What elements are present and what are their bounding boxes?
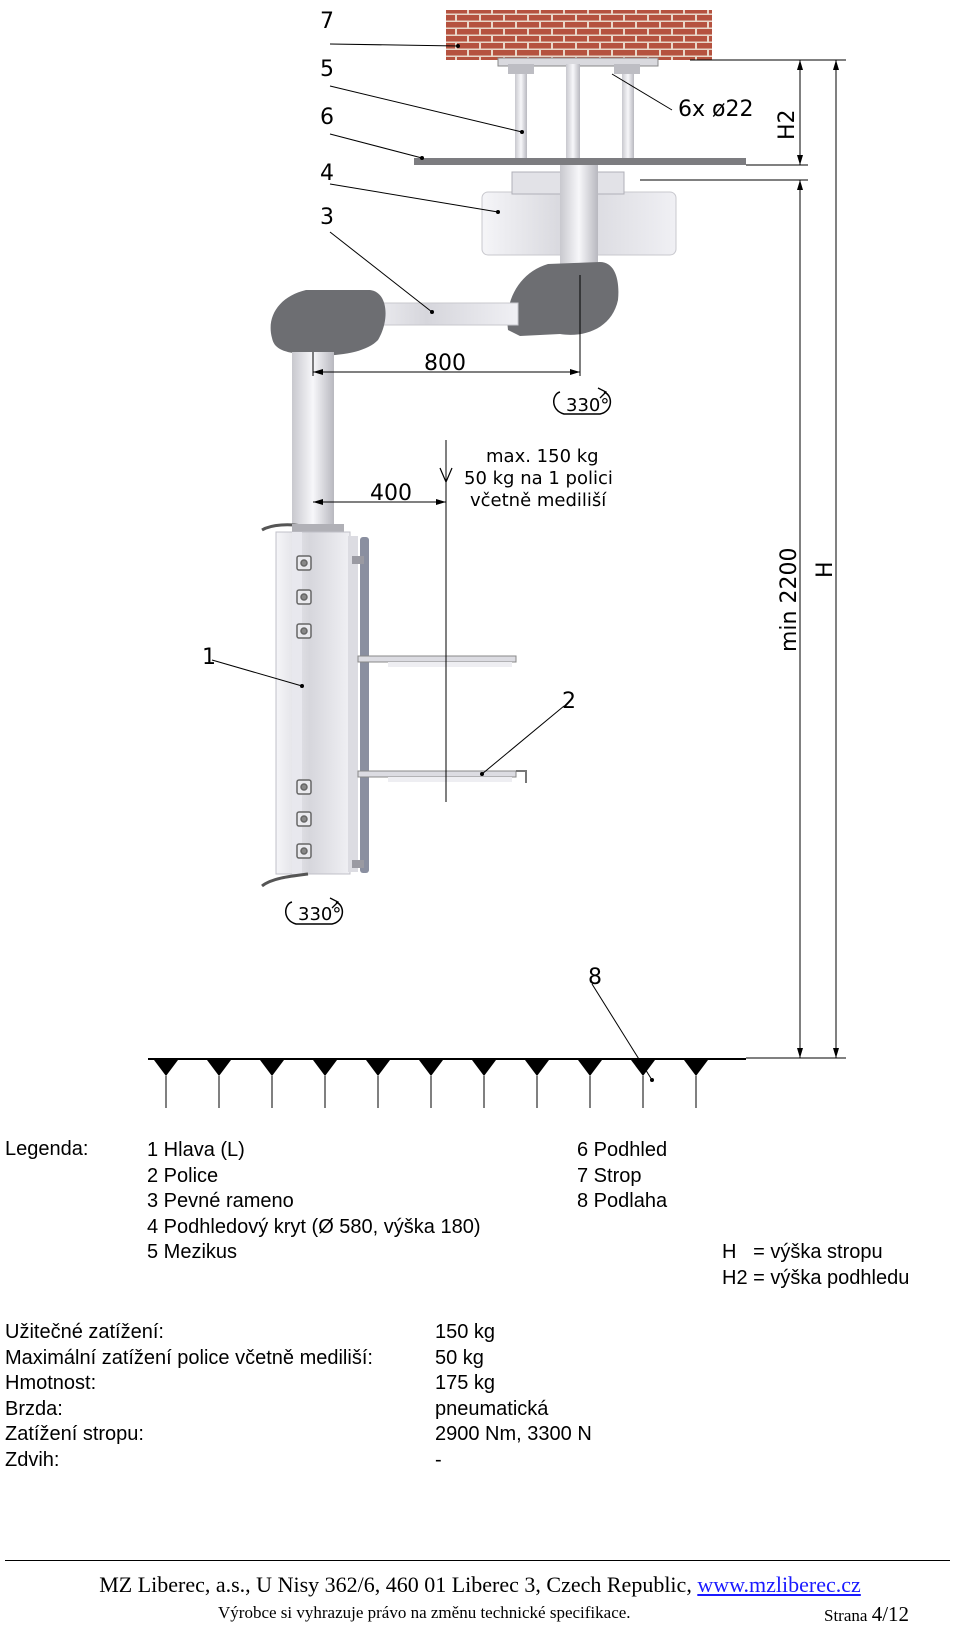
spec-value: pneumatická xyxy=(435,1397,549,1420)
floor-symbol xyxy=(148,1058,746,1060)
floor-hatch-mark xyxy=(419,1060,443,1076)
legend-height-notes: H = výška stropu H2 = výška podhledu xyxy=(722,1240,909,1291)
support-rod xyxy=(515,64,527,164)
load-max-label: max. 150 kg xyxy=(486,446,599,467)
legend-title: Legenda: xyxy=(5,1138,89,1160)
spec-value: 150 kg xyxy=(435,1321,496,1343)
rot-bottom-label: 330° xyxy=(298,904,341,925)
legend-item: 6 Podhled xyxy=(577,1139,668,1161)
arm-joint-right xyxy=(507,262,619,336)
label-6: 6 xyxy=(320,105,334,130)
legend-column-2: 6 Podhled 7 Strop 8 Podlaha xyxy=(577,1138,667,1215)
head-pipe xyxy=(292,352,334,530)
shelf-rail xyxy=(360,537,369,873)
spec-label: Užitečné zatížení: xyxy=(5,1321,164,1343)
spec-value: - xyxy=(435,1448,442,1471)
spec-value: 175 kg xyxy=(435,1372,496,1395)
footer-divider xyxy=(5,1560,950,1561)
label-4: 4 xyxy=(320,161,334,186)
arm-length-label: 800 xyxy=(424,351,466,376)
legend-h2-note: H2 = výška podhledu xyxy=(722,1266,910,1289)
spec-label: Zatížení stropu: xyxy=(5,1423,144,1446)
false-ceiling-panel xyxy=(414,158,746,165)
footer-disclaimer: Výrobce si vyhrazuje právo na změnu tech… xyxy=(218,1603,631,1622)
legend-item: 1 Hlava (L) xyxy=(147,1139,245,1161)
ceiling-brick xyxy=(446,10,712,60)
label-7: 7 xyxy=(320,9,334,34)
bolts-label: 6x ø22 xyxy=(678,97,753,122)
spec-label: Zdvih: xyxy=(5,1448,60,1471)
load-shelf-label: 50 kg na 1 polici xyxy=(464,468,613,489)
floor-hatch-mark xyxy=(366,1060,390,1076)
rot-top-label: 330° xyxy=(566,395,609,416)
floor-hatch-mark xyxy=(313,1060,337,1076)
legend-item: 8 Podlaha xyxy=(577,1190,668,1213)
footer-address: MZ Liberec, a.s., U Nisy 362/6, 460 01 L… xyxy=(99,1572,698,1597)
page-label: Strana xyxy=(824,1606,872,1625)
floor-hatch-mark xyxy=(578,1060,602,1076)
label-8: 8 xyxy=(588,965,602,990)
load-incl-label: včetně mediliší xyxy=(470,490,607,511)
spec-value: 2900 Nm, 3300 N xyxy=(435,1423,592,1446)
floor-hatch-mark xyxy=(472,1060,496,1076)
label-5: 5 xyxy=(320,57,334,82)
spec-value: 50 kg xyxy=(435,1346,484,1369)
label-3: 3 xyxy=(320,205,334,230)
label-2: 2 xyxy=(562,689,576,714)
shelf-upper xyxy=(357,655,517,663)
legend-item: 5 Mezikus xyxy=(147,1241,238,1264)
legend-item: 7 Strop xyxy=(577,1164,642,1187)
website-link[interactable]: www.mzliberec.cz xyxy=(697,1572,861,1597)
floor-hatch-mark xyxy=(525,1060,549,1076)
floor-hatch-mark xyxy=(684,1060,708,1076)
ceiling-pendant-drawing: 330° 330° 7 5 6 4 3 1 2 8 6x ø22 800 400… xyxy=(148,9,846,1108)
head-body xyxy=(275,531,351,875)
outlet-group xyxy=(296,555,312,859)
floor-hatch-mark xyxy=(207,1060,231,1076)
legend-item: 2 Police xyxy=(147,1164,219,1187)
legend-h-note: H = výška stropu xyxy=(722,1241,883,1263)
rotation-marker-arm: 330° xyxy=(553,387,612,416)
legend-item: 4 Podhledový kryt (Ø 580, výška 180) xyxy=(147,1215,481,1238)
h-label: H xyxy=(813,561,838,578)
spec-label: Hmotnost: xyxy=(5,1372,97,1395)
shelf-lower xyxy=(357,770,517,778)
floor-hatch-mark xyxy=(260,1060,284,1076)
support-rod xyxy=(622,64,634,164)
spec-label: Maximální zatížení police včetně mediliš… xyxy=(5,1346,373,1369)
page-indicator: Strana 4/12 xyxy=(824,1602,909,1627)
footer-address-line: MZ Liberec, a.s., U Nisy 362/6, 460 01 L… xyxy=(0,1572,960,1598)
rotation-marker-head: 330° xyxy=(285,897,344,925)
min-height-label: min 2200 xyxy=(777,548,802,652)
floor-hatch xyxy=(154,1060,708,1108)
legend-column-1: 1 Hlava (L) 2 Police 3 Pevné rameno 4 Po… xyxy=(147,1138,481,1266)
legend-item: 3 Pevné rameno xyxy=(147,1190,294,1213)
spec-label: Brzda: xyxy=(5,1397,63,1420)
floor-hatch-mark xyxy=(631,1060,655,1076)
page-number: 4/12 xyxy=(871,1602,910,1626)
support-rod xyxy=(566,64,580,164)
floor-hatch-mark xyxy=(154,1060,178,1076)
label-1: 1 xyxy=(202,645,216,670)
offset-label: 400 xyxy=(370,481,412,506)
arm-joint-left xyxy=(270,290,386,356)
h2-label: H2 xyxy=(775,109,800,140)
